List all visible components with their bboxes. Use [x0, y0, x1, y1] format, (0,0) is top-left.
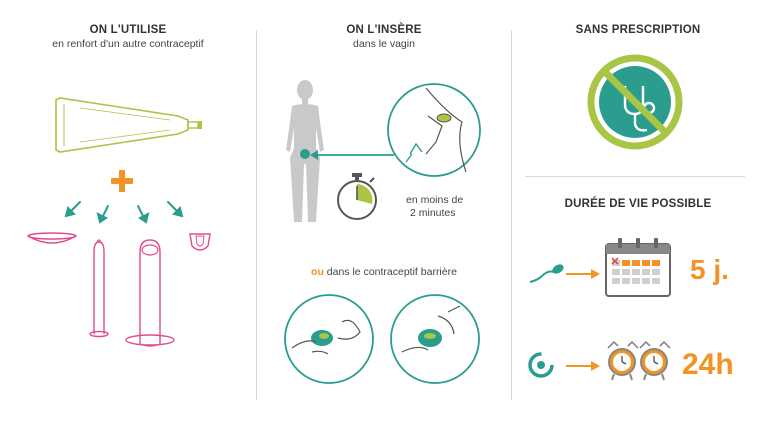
column-divider-left — [256, 30, 257, 400]
insertion-illustration-icon — [387, 83, 481, 177]
sperm-icon — [529, 264, 564, 283]
col2-title: ON L'INSÈRE — [346, 24, 422, 36]
ovum-lifespan-value: 24h — [682, 348, 734, 381]
alt-prefix: ou — [311, 266, 324, 278]
sperm-lifespan-value: 5 j. — [690, 254, 729, 285]
col3-title-prescription: SANS PRESCRIPTION — [575, 24, 701, 36]
col3-title-lifespan: DURÉE DE VIE POSSIBLE — [564, 198, 712, 210]
timer-text-line2: 2 minutes — [410, 207, 456, 219]
female-condom-icon — [125, 239, 175, 347]
arrow-right-icon — [566, 269, 600, 279]
ovum-icon — [528, 352, 554, 378]
timer-text-line1: en moins de — [406, 194, 464, 206]
arrows-down-icon — [64, 201, 184, 224]
spermicide-tube-icon — [55, 97, 202, 153]
col1-subtitle: en renfort d'un autre contraceptif — [52, 38, 204, 50]
male-condom-icon — [89, 239, 109, 338]
female-silhouette-icon — [286, 80, 324, 222]
hands-illustration-1-icon — [284, 294, 374, 384]
insertion-arrow-icon — [310, 150, 394, 160]
stopwatch-icon — [337, 173, 377, 220]
plus-icon — [111, 170, 133, 192]
diaphragm-icon — [27, 232, 77, 244]
alt-insertion-text: ou dans le contraceptif barrière — [284, 266, 484, 278]
column-divider-right — [511, 30, 512, 400]
section-divider — [525, 176, 745, 177]
arrow-right-icon-2 — [566, 361, 600, 371]
cervical-cap-icon — [189, 233, 211, 251]
alarm-clocks-icon — [607, 340, 671, 381]
alt-text: dans le contraceptif barrière — [323, 266, 457, 278]
col2-subtitle: dans le vagin — [353, 38, 415, 50]
calendar-icon — [605, 238, 671, 297]
hands-illustration-2-icon — [390, 294, 480, 384]
no-prescription-icon — [587, 54, 683, 150]
col1-title: ON L'UTILISE — [89, 24, 167, 36]
